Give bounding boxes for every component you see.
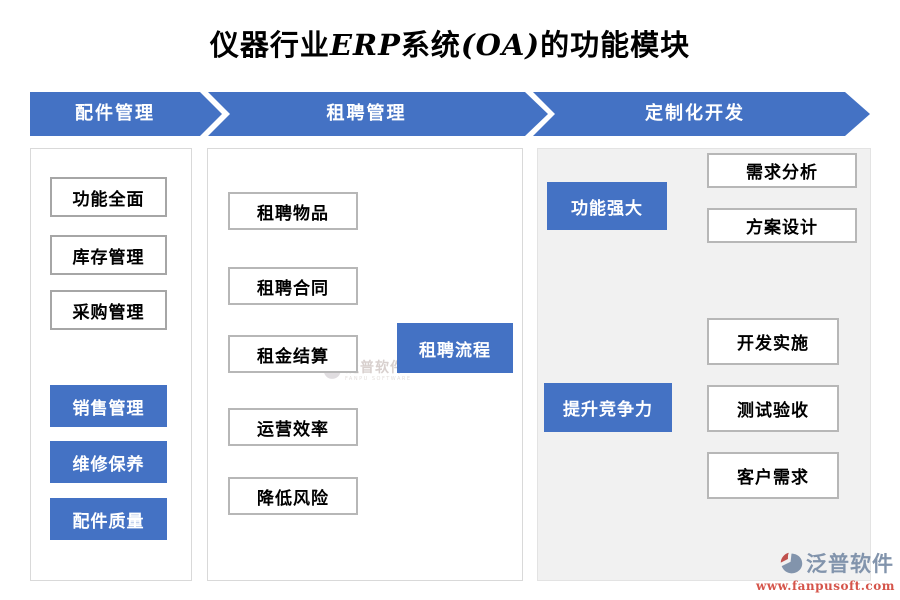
box-rental-process: 租聘流程 [397, 323, 513, 373]
box-inventory-management: 库存管理 [50, 235, 167, 275]
page-title: 仪器行业ERP系统(OA)的功能模块 [0, 22, 900, 64]
box-powerful-functions: 功能强大 [547, 182, 667, 230]
box-procurement-management: 采购管理 [50, 290, 167, 330]
box-solution-design: 方案设计 [707, 208, 857, 243]
box-rental-contract: 租聘合同 [228, 267, 358, 305]
header-step-parts-management: 配件管理 [75, 103, 155, 124]
title-part: 仪器行业 [209, 28, 330, 62]
box-rental-items: 租聘物品 [228, 192, 358, 230]
watermark-caption: FANPU SOFTWARE [345, 376, 412, 382]
box-competitiveness: 提升竞争力 [544, 383, 672, 432]
box-maintenance: 维修保养 [50, 441, 167, 483]
fanpu-logo-name: 泛普软件 [806, 552, 894, 576]
box-operation-efficiency: 运营效率 [228, 408, 358, 446]
header-step-rental-management: 租聘管理 [326, 103, 407, 124]
box-development-implementation: 开发实施 [707, 318, 839, 365]
box-testing-acceptance: 测试验收 [707, 385, 839, 432]
box-comprehensive-functions: 功能全面 [50, 177, 167, 217]
box-sales-management: 销售管理 [50, 385, 167, 427]
box-rent-settlement: 租金结算 [228, 335, 358, 373]
title-part-oa: (OA) [460, 28, 541, 62]
box-requirement-analysis: 需求分析 [707, 153, 857, 188]
title-part-erp: ERP [329, 28, 401, 62]
header-step-custom-development: 定制化开发 [645, 103, 745, 124]
title-part: 的功能模块 [540, 28, 691, 62]
watermark-name: 泛普软件 [345, 360, 405, 376]
title-part: 系统 [400, 28, 461, 62]
box-risk-reduction: 降低风险 [228, 477, 358, 515]
fanpu-logo-icon [780, 552, 803, 573]
fanpu-logo: 泛普软件 www.fanpusoft.com [756, 548, 894, 593]
box-parts-quality: 配件质量 [50, 498, 167, 540]
box-customer-needs: 客户需求 [707, 452, 839, 499]
fanpu-logo-url: www.fanpusoft.com [756, 579, 895, 593]
